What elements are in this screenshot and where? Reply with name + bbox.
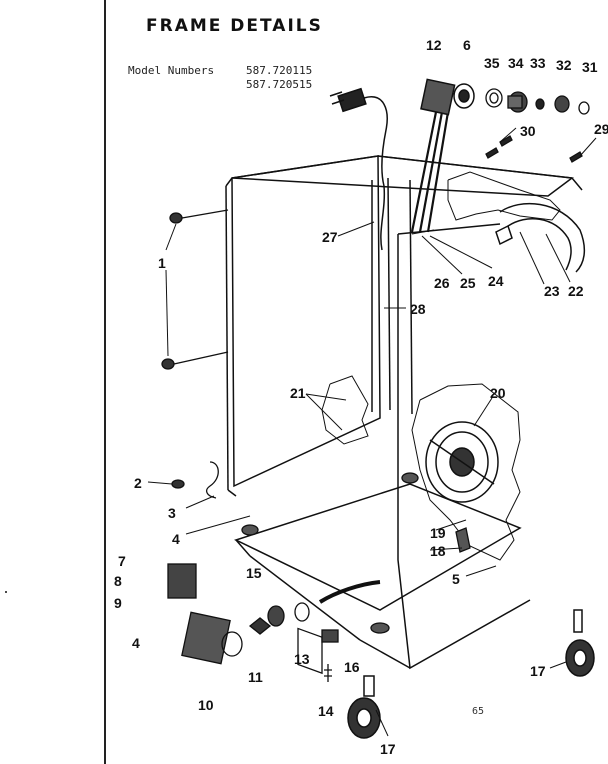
- casters: [347, 609, 595, 739]
- callout-9: 9: [114, 595, 122, 611]
- side-panel-right: [397, 234, 531, 670]
- callout-17-right: 17: [530, 663, 546, 679]
- exhaust-duct: [495, 202, 586, 273]
- page-edge-line: [104, 0, 106, 764]
- callout-3: 3: [168, 505, 176, 521]
- callout-6: 6: [463, 37, 471, 53]
- callout-25: 25: [460, 275, 476, 291]
- rear-panel-left: [231, 155, 381, 488]
- callout-31: 31: [582, 59, 598, 75]
- callout-33: 33: [530, 55, 546, 71]
- diagram-title: FRAME DETAILS: [146, 16, 323, 36]
- leader-lines: [147, 127, 597, 737]
- margin-dot: [5, 591, 7, 593]
- terminal-block: [420, 78, 475, 116]
- strain-relief-hardware: [485, 88, 590, 163]
- callout-4-upper: 4: [172, 531, 180, 547]
- callout-22: 22: [568, 283, 584, 299]
- page-number: 65: [472, 706, 485, 717]
- callout-15: 15: [246, 565, 262, 581]
- callout-34: 34: [508, 55, 524, 71]
- cabinet-frame: [225, 155, 583, 670]
- callout-11: 11: [248, 669, 263, 685]
- callout-14: 14: [318, 703, 334, 719]
- callout-30: 30: [520, 123, 536, 139]
- callout-26: 26: [434, 275, 450, 291]
- cutaway-edges: [321, 171, 561, 561]
- motor-components: [167, 563, 339, 682]
- callout-27: 27: [322, 229, 338, 245]
- callout-labels: 12 6 35 34 33 32 31 30 29 27 26 25 24 23…: [114, 37, 608, 757]
- callout-10: 10: [198, 697, 214, 713]
- callout-35: 35: [484, 55, 500, 71]
- callout-8: 8: [114, 573, 122, 589]
- callout-7: 7: [118, 553, 126, 569]
- callout-13: 13: [294, 651, 310, 667]
- model-number-2: 587.720515: [246, 78, 313, 91]
- power-cord: [329, 87, 388, 251]
- callout-23: 23: [544, 283, 560, 299]
- callout-18: 18: [430, 543, 446, 559]
- callout-21: 21: [290, 385, 306, 401]
- base-hardware: [241, 472, 471, 675]
- frame-screws: [161, 209, 229, 499]
- callout-2: 2: [134, 475, 142, 491]
- callout-17-bottom: 17: [380, 741, 396, 757]
- callout-16: 16: [344, 659, 360, 675]
- callout-19: 19: [430, 525, 446, 541]
- model-number-1: 587.720115: [246, 64, 313, 77]
- blower-wheel: [425, 421, 499, 503]
- callout-24: 24: [488, 273, 504, 289]
- callout-32: 32: [556, 57, 572, 73]
- callout-1: 1: [158, 255, 166, 271]
- callout-12: 12: [426, 37, 442, 53]
- callout-20: 20: [490, 385, 506, 401]
- base-frame: [233, 483, 522, 611]
- callout-29: 29: [594, 121, 608, 137]
- wire-harness: [410, 111, 450, 233]
- callout-28: 28: [410, 301, 426, 317]
- callout-5: 5: [452, 571, 460, 587]
- model-numbers-label: Model Numbers: [128, 64, 215, 77]
- callout-4-lower: 4: [132, 635, 140, 651]
